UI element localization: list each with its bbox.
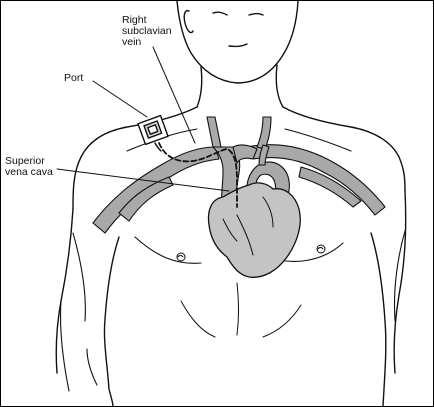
port-device-icon: [138, 116, 168, 151]
leader-port: [93, 81, 147, 117]
neck-right: [276, 65, 283, 107]
superior-vena-cava-label-line-2: vena cava: [5, 167, 53, 178]
right-torso-side: [371, 233, 386, 406]
right-nipple: [317, 245, 325, 253]
abdomen-right-line: [263, 305, 301, 337]
left-wrist-line: [87, 349, 97, 385]
left-forearm: [60, 301, 69, 391]
right-jugular-vein: [207, 117, 221, 147]
right-armpit: [394, 231, 405, 321]
left-arm-line: [56, 209, 73, 373]
sternum-line: [237, 283, 239, 335]
right-subclavian-vein-label: Right subclavian vein: [122, 15, 172, 48]
abdomen-left-line: [181, 301, 215, 337]
left-armpit: [73, 233, 85, 321]
port-label: Port: [64, 73, 83, 84]
left-pectoral-line: [135, 237, 201, 263]
right-subclavian-vein-label-line-3: vein: [122, 37, 172, 48]
port-label-text: Port: [64, 73, 83, 84]
neck-left: [197, 67, 202, 107]
heart: [209, 183, 301, 277]
head: [177, 1, 298, 83]
brachiocephalic-vein: [233, 145, 257, 163]
left-nipple: [177, 253, 185, 261]
superior-vena-cava-label: Superior vena cava: [5, 156, 53, 178]
left-torso-side: [104, 237, 119, 406]
